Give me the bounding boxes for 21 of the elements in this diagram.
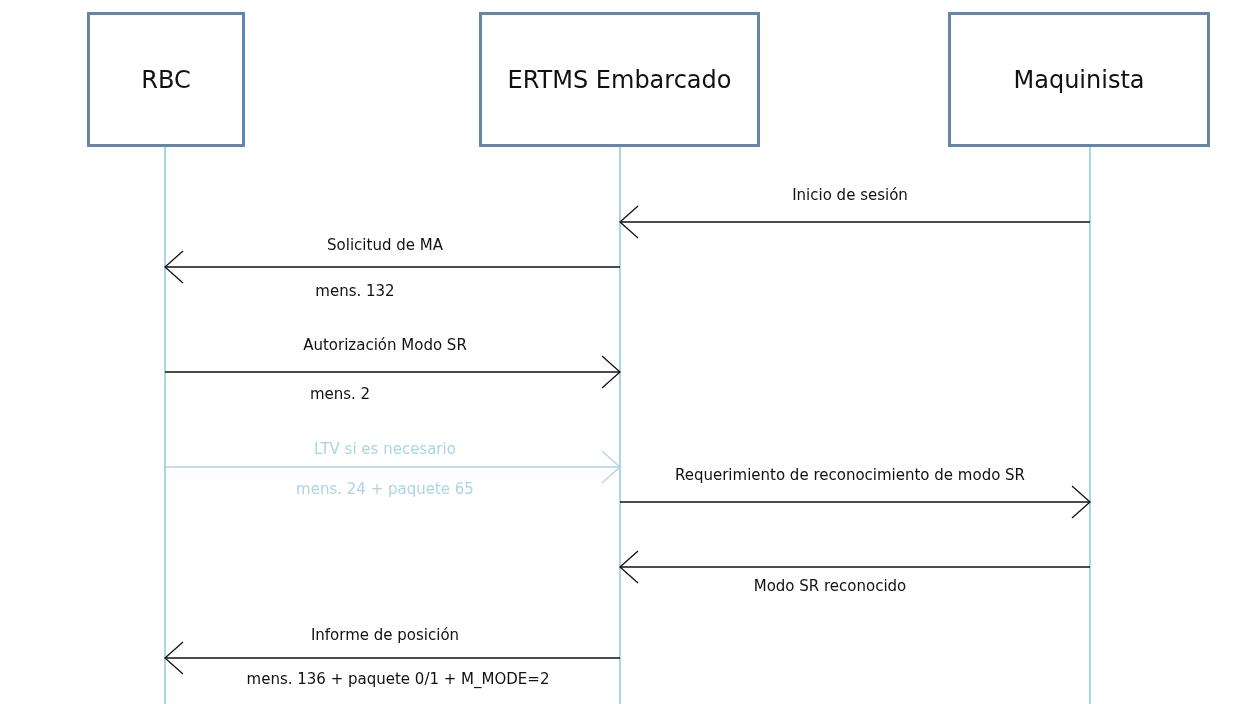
message-note: mens. 132 (315, 282, 395, 300)
edge-label: Inicio de sesión (792, 186, 908, 204)
edge-label: Autorización Modo SR (303, 336, 467, 354)
message-arrow (164, 450, 621, 484)
message-note: mens. 24 + paquete 65 (296, 480, 474, 498)
participant-name: Maquinista (1013, 65, 1145, 94)
edge-label: LTV si es necesario (314, 440, 456, 458)
message-arrow (619, 550, 1091, 584)
message-arrow (619, 485, 1091, 519)
participant-name: RBC (141, 65, 191, 94)
message-note: mens. 2 (309, 385, 371, 403)
edge-label: Modo SR reconocido (753, 577, 907, 595)
message-arrow (164, 355, 621, 389)
message-arrow (619, 205, 1091, 239)
edge-label: Solicitud de MA (327, 236, 443, 254)
edge-label: Informe de posición (310, 626, 460, 644)
message-arrow (164, 641, 621, 675)
message-arrow (164, 250, 621, 284)
edge-label: Requerimiento de reconocimiento de modo SR (674, 466, 1026, 484)
message-note: mens. 136 + paquete 0/1 + M_MODE=2 (246, 670, 550, 688)
participant-name: ERTMS Embarcado (507, 65, 732, 94)
